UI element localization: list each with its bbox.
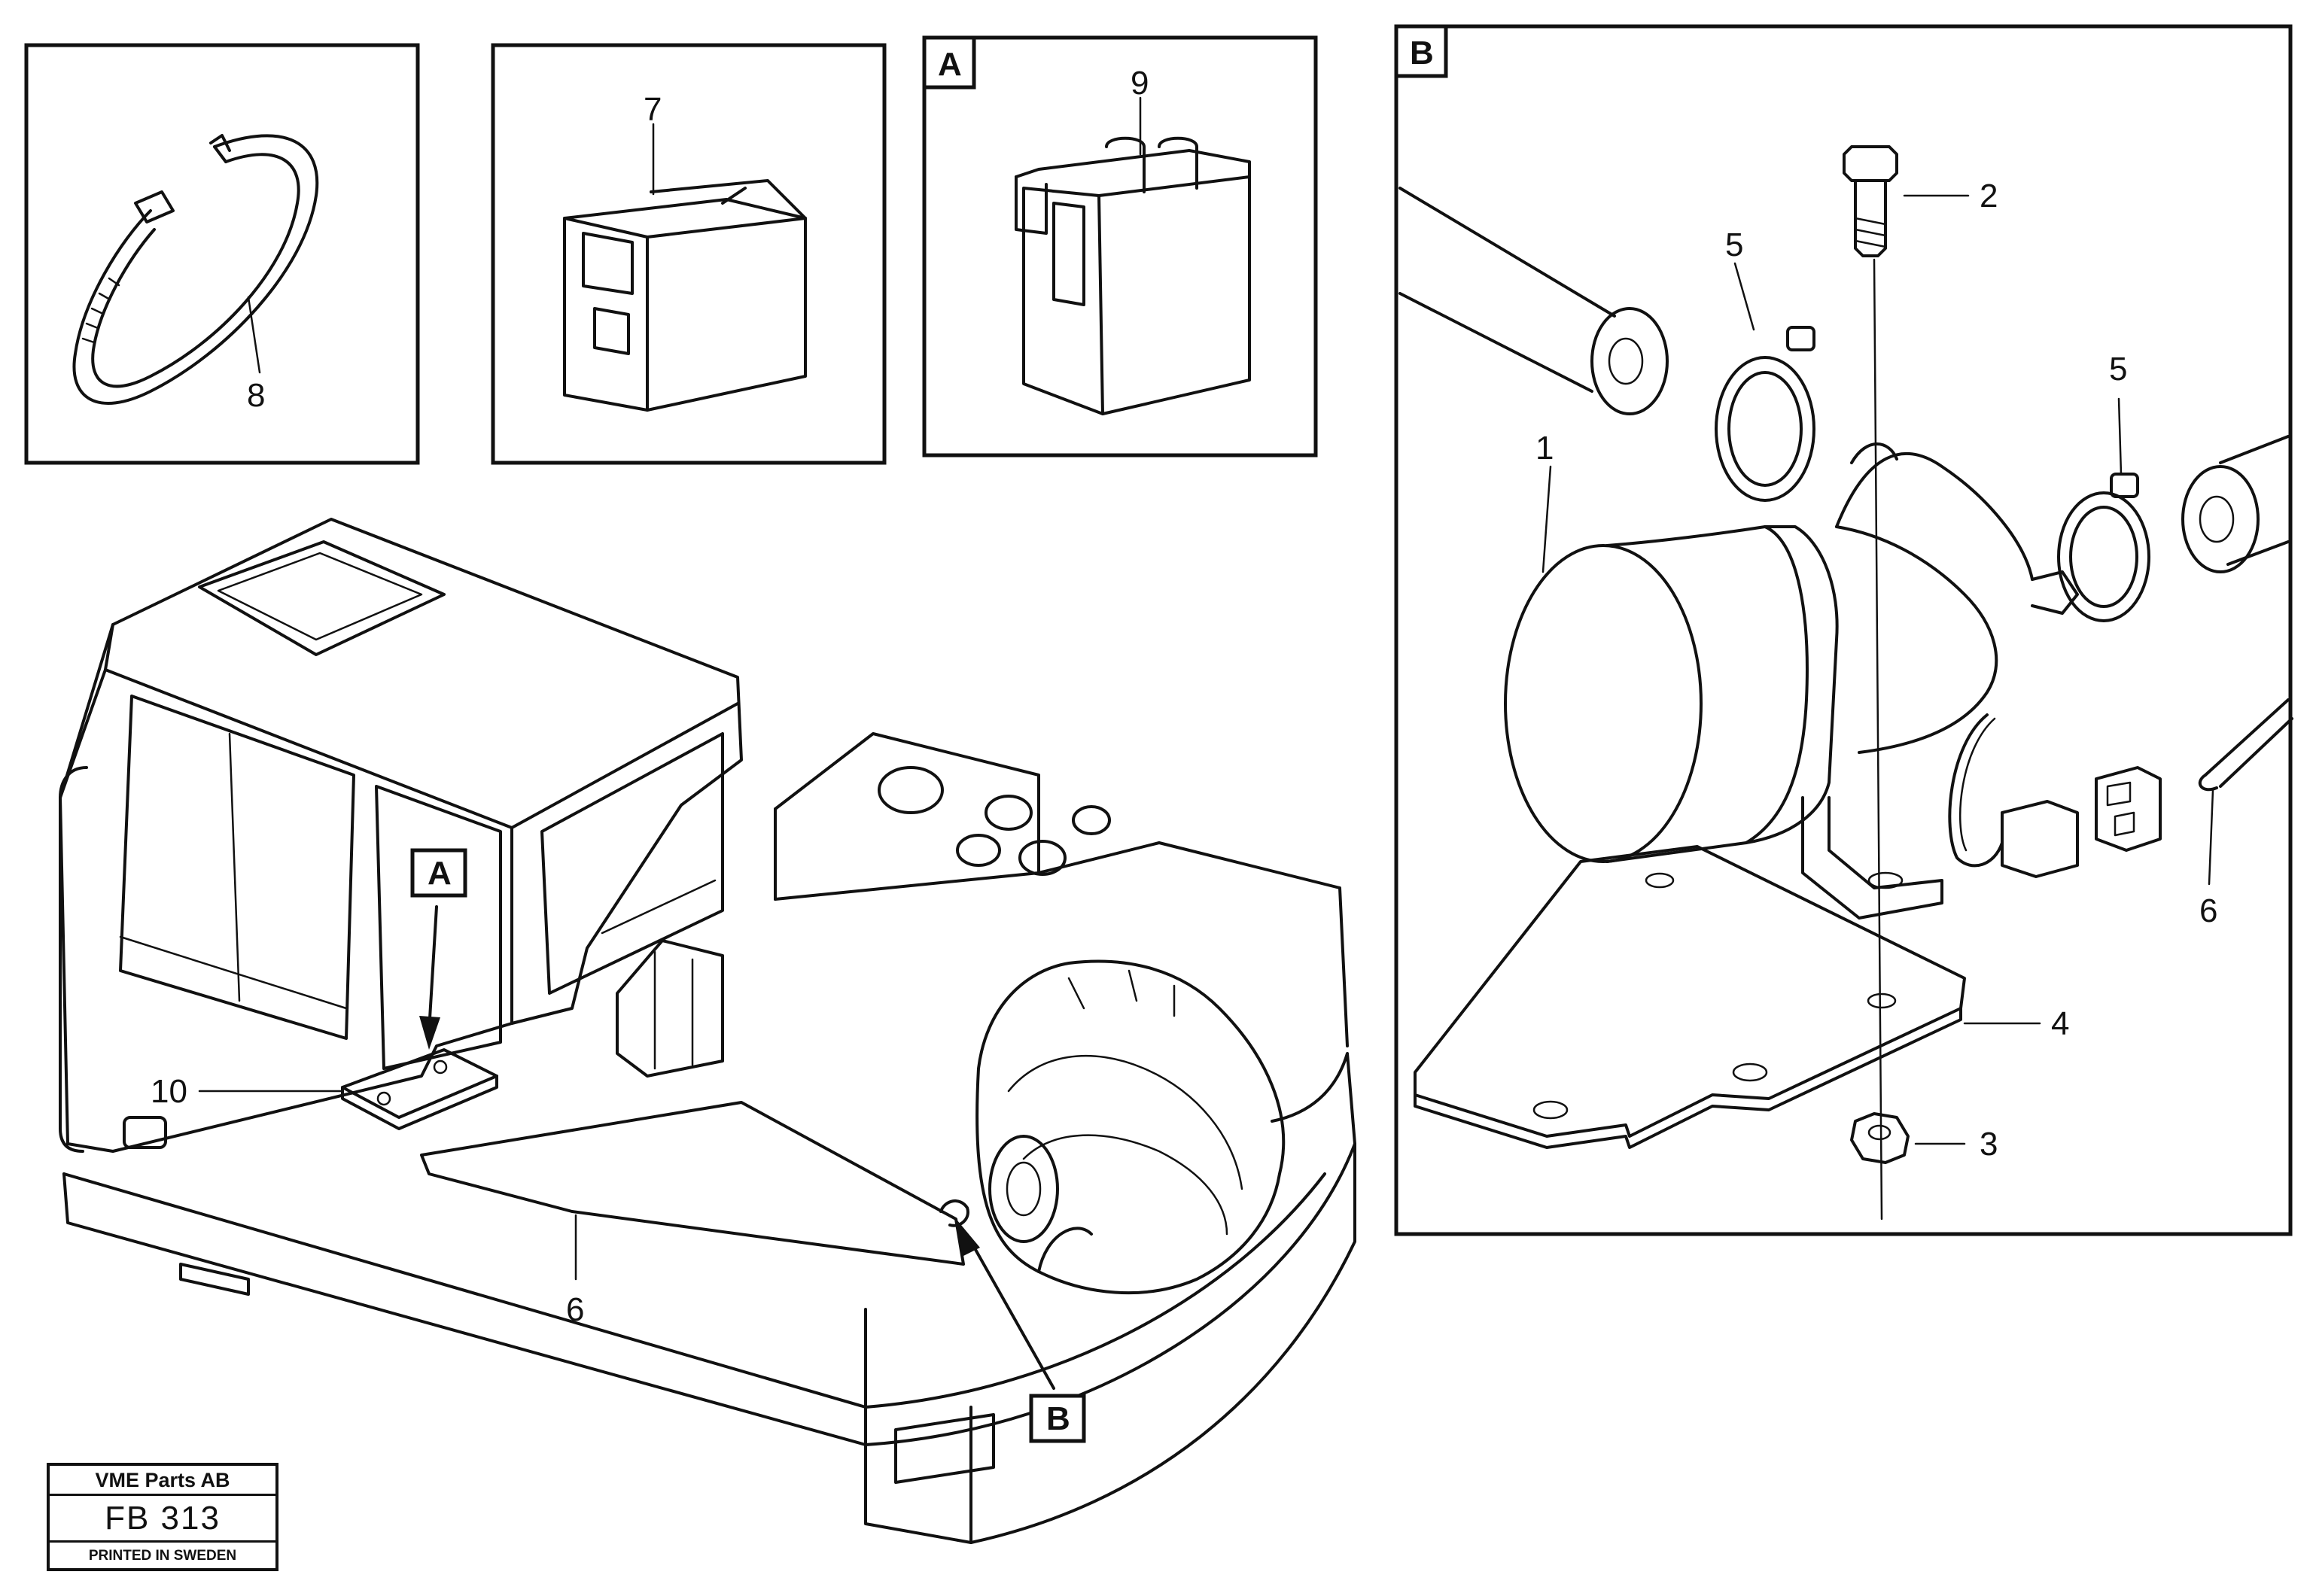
title-block-code: FB 313 xyxy=(50,1496,275,1543)
ref-a-label: A xyxy=(428,855,452,892)
leader-1 xyxy=(1541,465,1552,573)
panel-connector: 7 xyxy=(491,43,887,465)
panel-detail-b: B xyxy=(1394,24,2293,1236)
mounting-plate xyxy=(1414,845,1966,1149)
callout-8: 8 xyxy=(247,377,265,414)
ref-a-arrow xyxy=(428,905,438,1032)
heater-body xyxy=(1504,442,2079,920)
panel-cable-tie: 8 xyxy=(24,43,420,465)
bolt-part xyxy=(1843,145,1898,257)
title-block-printed: PRINTED IN SWEDEN xyxy=(88,1548,237,1564)
hose-clamp-left xyxy=(1715,326,1815,502)
title-block-company: VME Parts AB xyxy=(50,1466,275,1496)
callout-4: 4 xyxy=(2051,1005,2069,1042)
nut-part xyxy=(1850,1112,1910,1164)
cable-tie-part xyxy=(72,134,319,405)
callout-9: 9 xyxy=(1131,65,1149,102)
ref-b-tag xyxy=(1029,1394,1086,1443)
hose-left xyxy=(1398,187,1669,415)
callout-1: 1 xyxy=(1535,430,1554,467)
callout-10: 10 xyxy=(151,1073,187,1110)
bolt-axis xyxy=(1873,258,1883,1221)
detail-a-label: A xyxy=(938,46,962,83)
relay-part xyxy=(1015,136,1251,415)
ref-a-arrowhead xyxy=(419,1016,440,1050)
callout-6-detail: 6 xyxy=(2199,892,2217,929)
title-block: VME Parts AB FB 313 PRINTED IN SWEDEN xyxy=(47,1463,278,1571)
connector-part xyxy=(563,179,807,412)
ref-b-label: B xyxy=(1046,1400,1070,1437)
callout-7: 7 xyxy=(644,91,662,128)
callout-3: 3 xyxy=(1980,1126,1998,1163)
leader-5b xyxy=(2117,397,2123,476)
callout-2: 2 xyxy=(1980,178,1998,214)
detail-a-tag xyxy=(922,35,976,90)
callout-5-left: 5 xyxy=(1725,226,1743,263)
machine-overview: 10 6 A B xyxy=(59,518,1356,1544)
ref-b-arrowhead xyxy=(957,1221,980,1257)
hose-clamp-right xyxy=(2057,473,2150,622)
hose-right xyxy=(2181,435,2290,573)
panel-detail-a: A 9 xyxy=(922,35,1318,458)
ref-b-arrow xyxy=(969,1240,1055,1390)
detail-b-label: B xyxy=(1410,35,1434,71)
leader-6b xyxy=(2208,789,2214,886)
detail-b-tag xyxy=(1394,24,1448,78)
callout-6-main: 6 xyxy=(566,1291,584,1328)
ref-a-tag xyxy=(410,848,467,898)
relay-mount-10 xyxy=(341,1048,498,1130)
upper-frame xyxy=(62,732,1356,1544)
operator-cab xyxy=(59,518,743,1153)
leader-5a xyxy=(1733,262,1755,331)
wire-harness xyxy=(1948,698,2293,878)
leader-8 xyxy=(247,296,261,374)
callout-5-right: 5 xyxy=(2109,351,2127,388)
